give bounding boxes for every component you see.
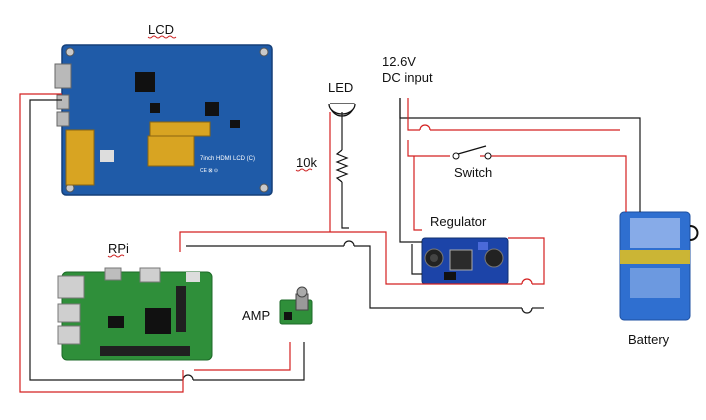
lcd-silkscreen: 7inch HDMI LCD (C): [200, 156, 255, 162]
svg-text:CE ⊠ ⊙: CE ⊠ ⊙: [200, 168, 218, 174]
resistor-label: 10k: [296, 155, 317, 170]
battery-pack: [619, 211, 699, 321]
resistor-10k: [335, 149, 349, 183]
rpi-label: RPi: [108, 241, 129, 256]
raspberry-pi-board: [57, 267, 213, 361]
battery-label: Battery: [628, 332, 670, 347]
regulator-board: [421, 237, 509, 285]
resistor-label-underline: [295, 168, 313, 172]
lcd-board: 7inch HDMI LCD (C) CE ⊠ ⊙: [54, 44, 273, 196]
led-label: LED: [328, 80, 353, 95]
dc-input-label: DC input: [382, 70, 433, 85]
red-wires: [19, 93, 627, 393]
lcd-label-underline: [147, 35, 177, 39]
rpi-label-underline: [107, 254, 125, 258]
regulator-label: Regulator: [430, 214, 487, 229]
amp-label: AMP: [242, 308, 270, 323]
lcd-label: LCD: [148, 22, 174, 37]
switch-symbol: [452, 145, 492, 160]
black-wires: [29, 98, 641, 381]
switch-label: Switch: [454, 165, 492, 180]
amp-board: [279, 286, 313, 325]
dc-input-voltage-label: 12.6V: [382, 54, 416, 69]
